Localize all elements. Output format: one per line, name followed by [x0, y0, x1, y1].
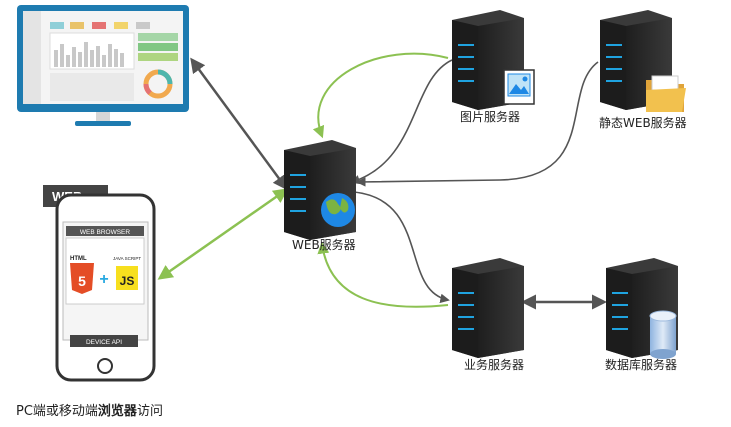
html5-icon — [70, 263, 94, 294]
arrow-web-to-business — [353, 191, 450, 304]
html-label: HTML — [70, 256, 87, 262]
image-server-label: 图片服务器 — [460, 110, 521, 124]
arrow-pc-to-web — [190, 57, 288, 191]
database-server-label: 数据库服务器 — [605, 358, 678, 372]
arrow-business-to-web-green — [317, 241, 449, 308]
js-text: JS — [120, 274, 135, 288]
html5-number: 5 — [78, 273, 86, 289]
pc-monitor — [17, 5, 189, 126]
mobile-phone: WEB WEB BROWSER HTML 5 + JAVA SCRIPT JS … — [43, 185, 156, 382]
plus-sign: + — [99, 271, 108, 288]
arrow-static-to-web — [356, 61, 599, 187]
arrow-mobile-to-web — [157, 188, 289, 280]
business-server-icon — [452, 258, 524, 358]
web-browser-label: WEB BROWSER — [80, 229, 131, 236]
business-server-label: 业务服务器 — [464, 358, 525, 372]
static-web-server-icon — [600, 10, 686, 112]
javascript-label: JAVA SCRIPT — [113, 256, 141, 261]
image-server-icon — [452, 10, 535, 110]
connectors — [157, 52, 607, 310]
js-icon — [116, 266, 138, 290]
arrow-image-to-web — [350, 59, 453, 185]
arrow-web-to-image-green — [312, 52, 449, 139]
database-server-icon — [606, 258, 678, 359]
caption-suffix: 访问 — [136, 404, 163, 419]
home-button-icon — [97, 358, 113, 374]
web-server-icon — [284, 140, 356, 240]
caption-prefix: PC端或移动端 — [16, 404, 98, 419]
device-api-label: DEVICE API — [86, 339, 122, 346]
static-web-server-label: 静态WEB服务器 — [599, 116, 687, 130]
caption-bold: 浏览器 — [97, 404, 137, 419]
web-server-label: WEB服务器 — [292, 238, 356, 252]
client-caption: PC端或移动端浏览器访问 — [16, 400, 163, 419]
